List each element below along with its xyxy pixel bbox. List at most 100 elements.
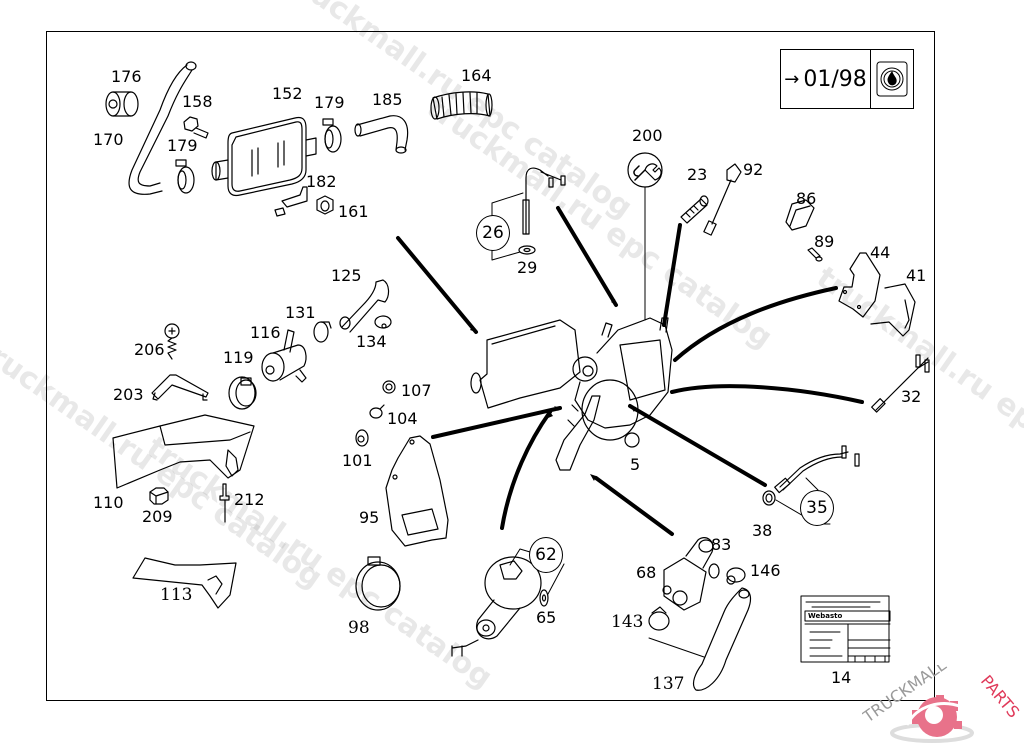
part-26-sensor-cable[interactable] (522, 167, 566, 235)
part-170-hose[interactable] (128, 61, 197, 195)
callout-26[interactable]: 26 (476, 215, 510, 251)
label-95[interactable]: 95 (359, 508, 380, 527)
label-23[interactable]: 23 (687, 165, 708, 184)
label-185[interactable]: 185 (372, 90, 403, 109)
part-182-bracket[interactable] (274, 186, 308, 217)
label-29[interactable]: 29 (517, 258, 538, 277)
part-152-muffler[interactable] (211, 116, 317, 197)
callout-62[interactable]: 62 (529, 537, 563, 573)
part-185-tailpipe[interactable] (354, 115, 409, 154)
part-83-solenoid[interactable] (685, 537, 714, 569)
callout-35[interactable]: 35 (800, 490, 834, 526)
part-44-bracket[interactable] (838, 252, 881, 318)
label-5[interactable]: 5 (630, 455, 641, 474)
part-101-fitting[interactable] (355, 429, 369, 447)
part-68-valve[interactable] (662, 557, 707, 611)
label-104[interactable]: 104 (387, 409, 418, 428)
part-35-sensor[interactable] (774, 445, 860, 494)
part-161-nut[interactable] (316, 195, 334, 215)
part-203-bracket[interactable] (151, 374, 209, 401)
part-86-rubber-mount[interactable] (785, 199, 815, 231)
part-179-clamp-right[interactable] (322, 118, 342, 153)
part-134-clip[interactable] (374, 315, 392, 329)
label-119[interactable]: 119 (223, 348, 254, 367)
part-98-clamp[interactable] (355, 556, 401, 611)
validity-date: → 01/98 (781, 50, 871, 108)
label-212[interactable]: 212 (234, 490, 265, 509)
part-5-heater-unit[interactable] (470, 317, 673, 471)
label-152[interactable]: 152 (272, 84, 303, 103)
part-23-glow-plug[interactable] (680, 195, 709, 224)
label-32[interactable]: 32 (901, 387, 922, 406)
part-179-clamp-left[interactable] (175, 159, 195, 194)
label-176[interactable]: 176 (111, 67, 142, 86)
label-65[interactable]: 65 (536, 608, 557, 627)
part-14-nameplate[interactable] (800, 595, 891, 663)
label-209[interactable]: 209 (142, 507, 173, 526)
label-206[interactable]: 206 (134, 340, 165, 359)
callout-62-bracket (509, 548, 565, 595)
label-68[interactable]: 68 (636, 563, 657, 582)
part-212-rivet[interactable] (219, 483, 230, 523)
label-134[interactable]: 134 (356, 332, 387, 351)
assembly-arrows (396, 206, 864, 536)
part-125-hose[interactable] (339, 279, 390, 333)
label-107[interactable]: 107 (401, 381, 432, 400)
part-146-cap[interactable] (726, 567, 746, 585)
label-164[interactable]: 164 (461, 66, 492, 85)
label-14[interactable]: 14 (831, 668, 852, 687)
part-110-heat-shield[interactable] (112, 414, 255, 489)
part-164-flex-pipe[interactable] (430, 91, 493, 120)
label-200[interactable]: 200 (632, 126, 663, 145)
part-38-ring[interactable] (762, 490, 776, 506)
label-143[interactable]: 143 (611, 612, 644, 632)
label-86[interactable]: 86 (796, 189, 817, 208)
part-41-bracket[interactable] (870, 283, 916, 337)
part-119-clamp[interactable] (228, 376, 257, 410)
part-104-fitting[interactable] (369, 404, 385, 419)
label-161[interactable]: 161 (338, 202, 369, 221)
label-116[interactable]: 116 (250, 323, 281, 342)
part-131-clamp[interactable] (313, 321, 332, 343)
label-44[interactable]: 44 (870, 243, 891, 262)
part-32-sensor[interactable] (871, 354, 930, 413)
part-62-fuel-pump[interactable] (451, 556, 542, 657)
part-95-shield[interactable] (385, 435, 449, 547)
label-182[interactable]: 182 (306, 172, 337, 191)
part-107-nut[interactable] (382, 380, 396, 394)
label-89[interactable]: 89 (814, 232, 835, 251)
part-209-nut[interactable] (149, 487, 169, 505)
label-38[interactable]: 38 (752, 521, 773, 540)
part-116-valve[interactable] (261, 329, 307, 383)
part-206-screw[interactable] (164, 323, 180, 360)
label-131[interactable]: 131 (285, 303, 316, 322)
label-41[interactable]: 41 (906, 266, 927, 285)
label-170[interactable]: 170 (93, 130, 124, 149)
part-113-bracket[interactable] (132, 557, 237, 609)
label-125[interactable]: 125 (331, 266, 362, 285)
label-113[interactable]: 113 (160, 585, 193, 605)
part-83-oring[interactable] (708, 563, 720, 579)
label-158[interactable]: 158 (182, 92, 213, 111)
part-137-hose[interactable] (692, 587, 752, 691)
part-143-clamp[interactable] (648, 606, 670, 631)
label-101[interactable]: 101 (342, 451, 373, 470)
label-179-right[interactable]: 179 (314, 93, 345, 112)
label-179-left[interactable]: 179 (167, 136, 198, 155)
label-98[interactable]: 98 (348, 618, 370, 638)
label-83[interactable]: 83 (711, 535, 732, 554)
part-176-grommet[interactable] (105, 91, 139, 117)
label-92[interactable]: 92 (743, 160, 764, 179)
part-89-screw[interactable] (807, 247, 823, 262)
brand-text-parts: PARTS (977, 671, 1023, 721)
part-92-sensor[interactable] (703, 163, 742, 236)
label-137[interactable]: 137 (652, 674, 685, 694)
label-146[interactable]: 146 (750, 561, 781, 580)
part-29-washer[interactable] (518, 245, 536, 255)
part-65-washer[interactable] (539, 589, 549, 607)
label-203[interactable]: 203 (113, 385, 144, 404)
label-110[interactable]: 110 (93, 493, 124, 512)
tool-200-wrench-icon[interactable] (627, 152, 663, 321)
part-158-bolt[interactable] (183, 116, 209, 139)
